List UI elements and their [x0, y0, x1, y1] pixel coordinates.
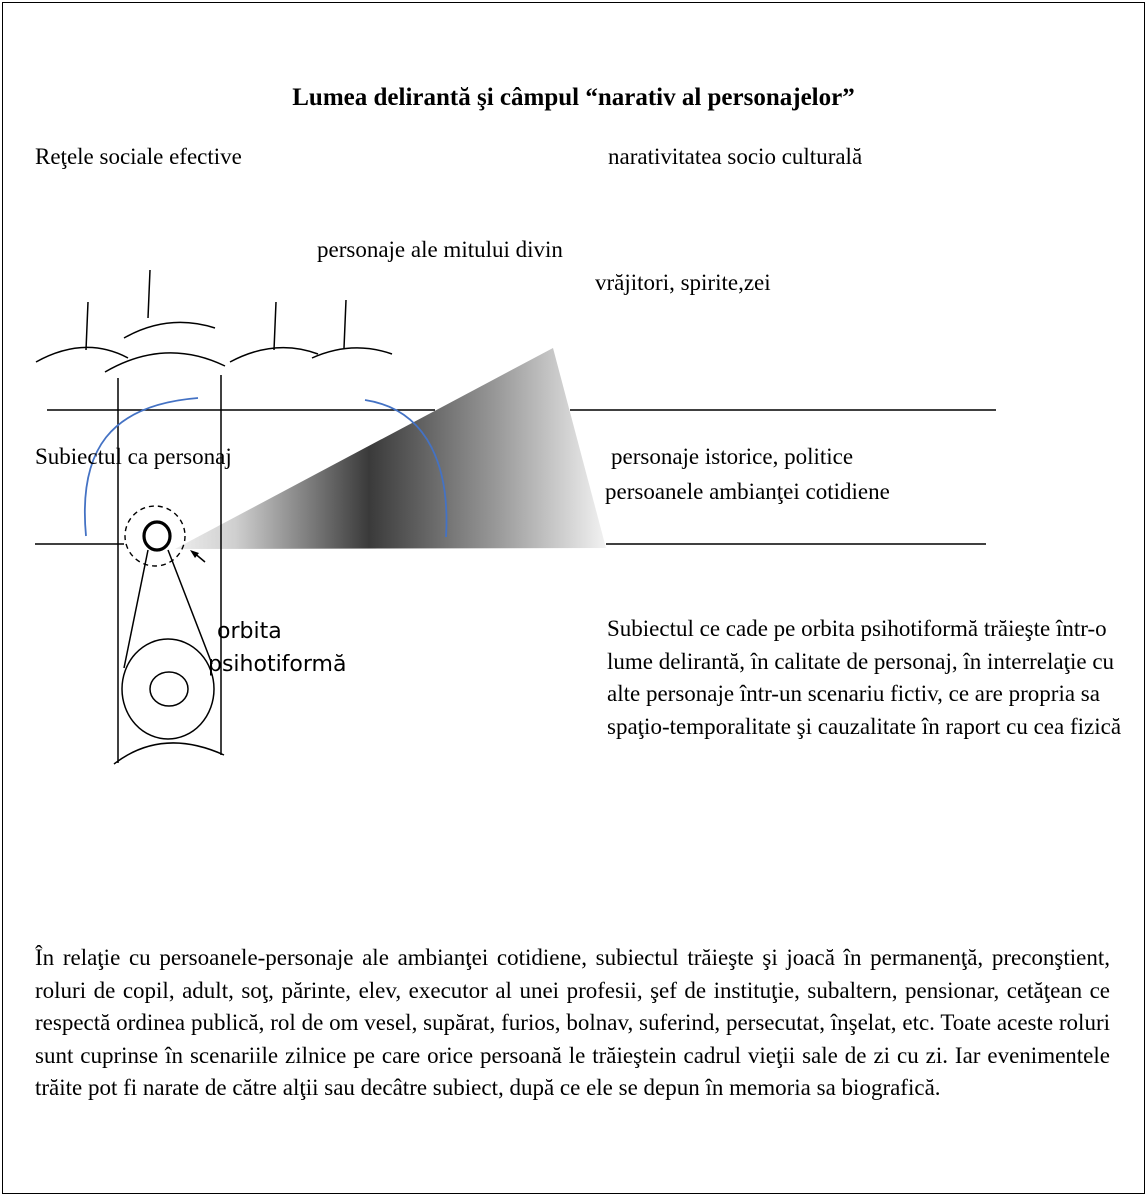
explanatory-paragraph: În relaţie cu persoanele-personaje ale a… — [35, 945, 1110, 1100]
subject-dashed-circle — [124, 505, 186, 567]
figure-arc — [104, 352, 226, 373]
orbit-body-left — [123, 549, 149, 669]
figure-arc — [229, 346, 319, 363]
figure-arc — [311, 347, 393, 359]
label-myth-examples: vrăjitori, spirite,zei — [595, 270, 771, 295]
orbit-arc-left — [84, 397, 199, 537]
figure-stem — [147, 269, 151, 319]
label-orbit: orbita — [217, 619, 282, 644]
subject-description: Subiectul ce cade pe orbita psihotiformă… — [607, 616, 1122, 739]
figure-arc — [123, 321, 216, 339]
figure-arc — [35, 346, 129, 363]
label-subject-as-character: Subiectul ca personaj — [35, 444, 232, 469]
figure-stem — [85, 301, 89, 351]
orbit-wheel-outer — [121, 638, 215, 740]
diagram-title: Lumea delirantă şi câmpul “narativ al pe… — [292, 84, 855, 111]
label-myth-characters: personaje ale mitului divin — [317, 237, 563, 262]
subject-head — [142, 520, 172, 552]
subject-base-arc — [113, 742, 225, 765]
figure-stem — [273, 301, 277, 351]
label-sociocultural-narrativity: narativitatea socio culturală — [608, 144, 863, 169]
perspective-cone — [175, 348, 606, 549]
figure-stem — [343, 299, 347, 349]
orbit-body-right — [167, 549, 213, 665]
orbit-wheel-inner — [149, 671, 189, 707]
orbit-arc-right — [364, 399, 448, 538]
label-social-networks: Reţele sociale efective — [35, 144, 242, 169]
label-everyday-persons: persoanele ambianţei cotidiene — [605, 479, 890, 504]
label-psychotiform: psihotiformă — [208, 652, 347, 677]
arrowhead-icon — [190, 550, 199, 558]
label-historical-characters: personaje istorice, politice — [611, 444, 854, 469]
